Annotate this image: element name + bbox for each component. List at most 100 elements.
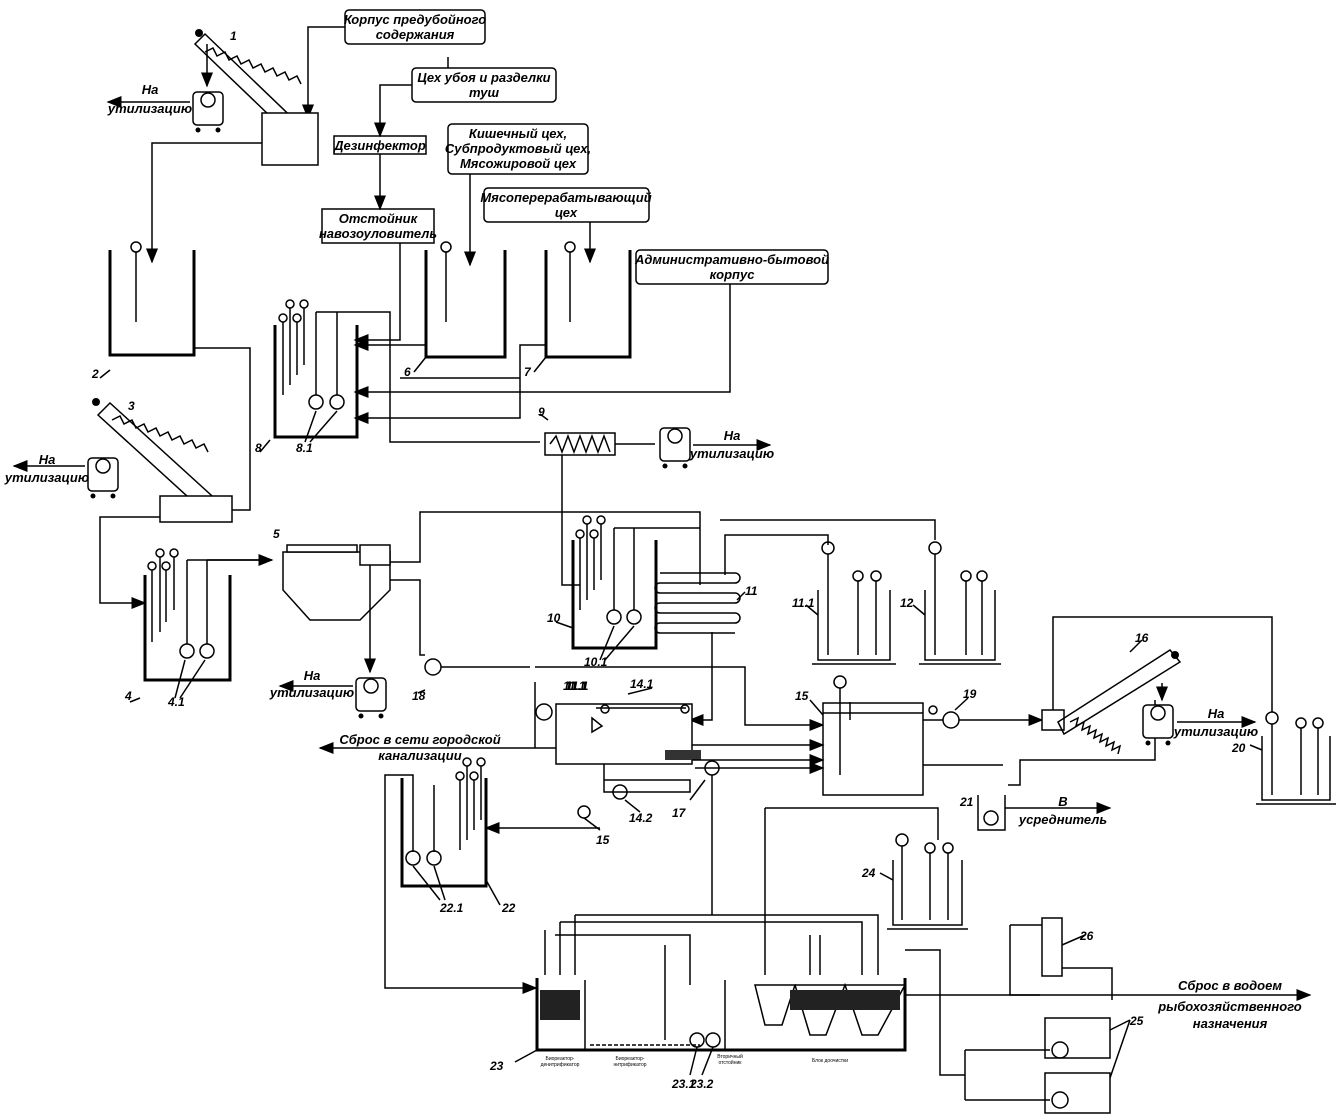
svg-text:6: 6 xyxy=(404,365,411,379)
svg-text:отстойник: отстойник xyxy=(719,1059,743,1066)
box-kishechny: Кишечный цех, Субпродуктовый цех, Мясожи… xyxy=(445,123,591,175)
reservoir-discharge: Сброс в водоем рыбохозяйственного назнач… xyxy=(905,978,1312,1031)
bin-1: На утилизацию xyxy=(106,44,224,133)
sewer-discharge: Сброс в сети городской канализации xyxy=(318,682,556,763)
svg-text:23.1: 23.1 xyxy=(671,1077,696,1091)
box-dezinfektor: Дезинфектор xyxy=(333,135,427,155)
svg-text:Вторичный: Вторичный xyxy=(717,1053,743,1060)
svg-text:канализации: канализации xyxy=(378,748,461,763)
flotator-5: 5 xyxy=(273,527,391,621)
svg-text:8.1: 8.1 xyxy=(296,441,313,455)
heat-exchanger-11: 11 xyxy=(654,519,936,731)
svg-text:5: 5 xyxy=(273,527,280,541)
svg-text:23: 23 xyxy=(489,1059,504,1073)
svg-text:9: 9 xyxy=(538,405,545,419)
svg-text:24: 24 xyxy=(861,866,876,880)
svg-text:11.1: 11.1 xyxy=(566,679,589,693)
tank-8: 8 8.1 xyxy=(255,299,540,455)
svg-text:26: 26 xyxy=(1079,929,1094,943)
screw-3: 3 xyxy=(92,398,233,523)
svg-text:На: На xyxy=(724,428,741,443)
svg-text:15: 15 xyxy=(795,689,809,703)
flotator-14: 14.1 11.1 11.1 14.2 15 xyxy=(535,677,701,847)
tank-7: 7 xyxy=(524,241,632,379)
svg-text:Биореактор-: Биореактор- xyxy=(616,1056,645,1062)
svg-text:Отстойник: Отстойник xyxy=(339,211,419,226)
svg-text:На: На xyxy=(142,82,159,97)
pump-21: В усреднитель 21 xyxy=(959,794,1112,831)
tank-6: 6 xyxy=(404,241,507,379)
svg-text:утилизацию: утилизацию xyxy=(4,470,89,485)
screw-1: 1 xyxy=(193,29,319,166)
svg-text:25: 25 xyxy=(1129,1014,1144,1028)
svg-text:4.1: 4.1 xyxy=(167,695,185,709)
svg-text:11.1: 11.1 xyxy=(565,679,588,693)
bin-18: На утилизацию xyxy=(269,668,387,719)
svg-text:19: 19 xyxy=(963,687,977,701)
svg-text:21: 21 xyxy=(959,795,974,809)
svg-text:На: На xyxy=(1208,706,1225,721)
svg-text:22: 22 xyxy=(501,901,516,915)
tank-12: 11.1 xyxy=(792,541,896,665)
pump-19: 19 xyxy=(923,687,1042,728)
bin-9: На утилизацию xyxy=(659,427,774,469)
box-myasopererab: Мясоперерабатывающий цех xyxy=(480,187,652,223)
svg-text:Цех убоя и разделки: Цех убоя и разделки xyxy=(417,70,550,85)
tank-15: 15 xyxy=(795,675,924,796)
tank-13: 12 xyxy=(900,541,1001,665)
svg-text:4: 4 xyxy=(124,689,132,703)
tank-2: 2 xyxy=(91,241,196,381)
svg-text:20: 20 xyxy=(1231,741,1246,755)
box-admin: Административно-бытовой корпус xyxy=(634,249,829,285)
svg-text:Мясоперерабатывающий: Мясоперерабатывающий xyxy=(480,190,651,205)
svg-text:11: 11 xyxy=(745,584,758,598)
screw-16: 16 xyxy=(1008,616,1273,786)
svg-text:содержания: содержания xyxy=(376,27,455,42)
svg-text:нитрификатор: нитрификатор xyxy=(613,1062,646,1068)
svg-text:22.1: 22.1 xyxy=(439,901,464,915)
svg-text:утилизацию: утилизацию xyxy=(1173,724,1258,739)
svg-text:туш: туш xyxy=(469,85,499,100)
bin-3: На утилизацию xyxy=(4,452,119,499)
svg-text:усреднитель: усреднитель xyxy=(1018,812,1107,827)
svg-text:Административно-бытовой: Административно-бытовой xyxy=(634,252,829,267)
bin-16: На утилизацию xyxy=(1142,683,1258,746)
svg-text:Корпус предубойного: Корпус предубойного xyxy=(344,12,486,27)
tank-22: 22.1 22 xyxy=(384,757,538,994)
svg-text:Сброс в водоем: Сброс в водоем xyxy=(1178,978,1282,993)
tank-10: 10 10.1 xyxy=(535,515,700,669)
pump-18: 18 xyxy=(412,658,530,703)
svg-text:Сброс в сети городской: Сброс в сети городской xyxy=(339,732,500,747)
box-korpus: Корпус предубойного содержания xyxy=(344,9,486,45)
unit-26: 26 xyxy=(1009,917,1113,1000)
uv-units-25: 25 xyxy=(964,1014,1144,1114)
svg-text:утилизацию: утилизацию xyxy=(107,101,192,116)
svg-text:18: 18 xyxy=(412,689,426,703)
tank-20: 20 xyxy=(1231,711,1336,805)
svg-text:Блок доочистки: Блок доочистки xyxy=(812,1058,848,1064)
svg-text:3: 3 xyxy=(128,399,135,413)
num-11-1-visible: 11.1 xyxy=(563,679,586,693)
box-tsekh-uboya: Цех убоя и разделки туш xyxy=(411,67,557,103)
svg-text:23.2: 23.2 xyxy=(689,1077,714,1091)
svg-text:рыбохозяйственного: рыбохозяйственного xyxy=(1157,999,1302,1014)
svg-text:назначения: назначения xyxy=(1193,1016,1268,1031)
svg-text:Дезинфектор: Дезинфектор xyxy=(333,138,426,153)
svg-text:Биореактор-: Биореактор- xyxy=(546,1056,575,1062)
pump-17: 17 xyxy=(672,760,720,905)
svg-text:1: 1 xyxy=(230,29,237,43)
svg-text:корпус: корпус xyxy=(710,267,756,282)
svg-text:15: 15 xyxy=(596,833,610,847)
svg-text:14.1: 14.1 xyxy=(630,677,654,691)
svg-text:12: 12 xyxy=(900,596,914,610)
svg-text:утилизацию: утилизацию xyxy=(269,685,354,700)
svg-text:16: 16 xyxy=(1135,631,1149,645)
svg-text:Субпродуктовый цех,: Субпродуктовый цех, xyxy=(445,141,591,156)
svg-text:цех: цех xyxy=(555,205,578,220)
svg-text:На: На xyxy=(39,452,56,467)
svg-text:14.2: 14.2 xyxy=(629,811,653,825)
screen-9: 9 xyxy=(538,405,655,586)
svg-text:утилизацию: утилизацию xyxy=(689,446,774,461)
svg-text:Кишечный цех,: Кишечный цех, xyxy=(469,126,567,141)
